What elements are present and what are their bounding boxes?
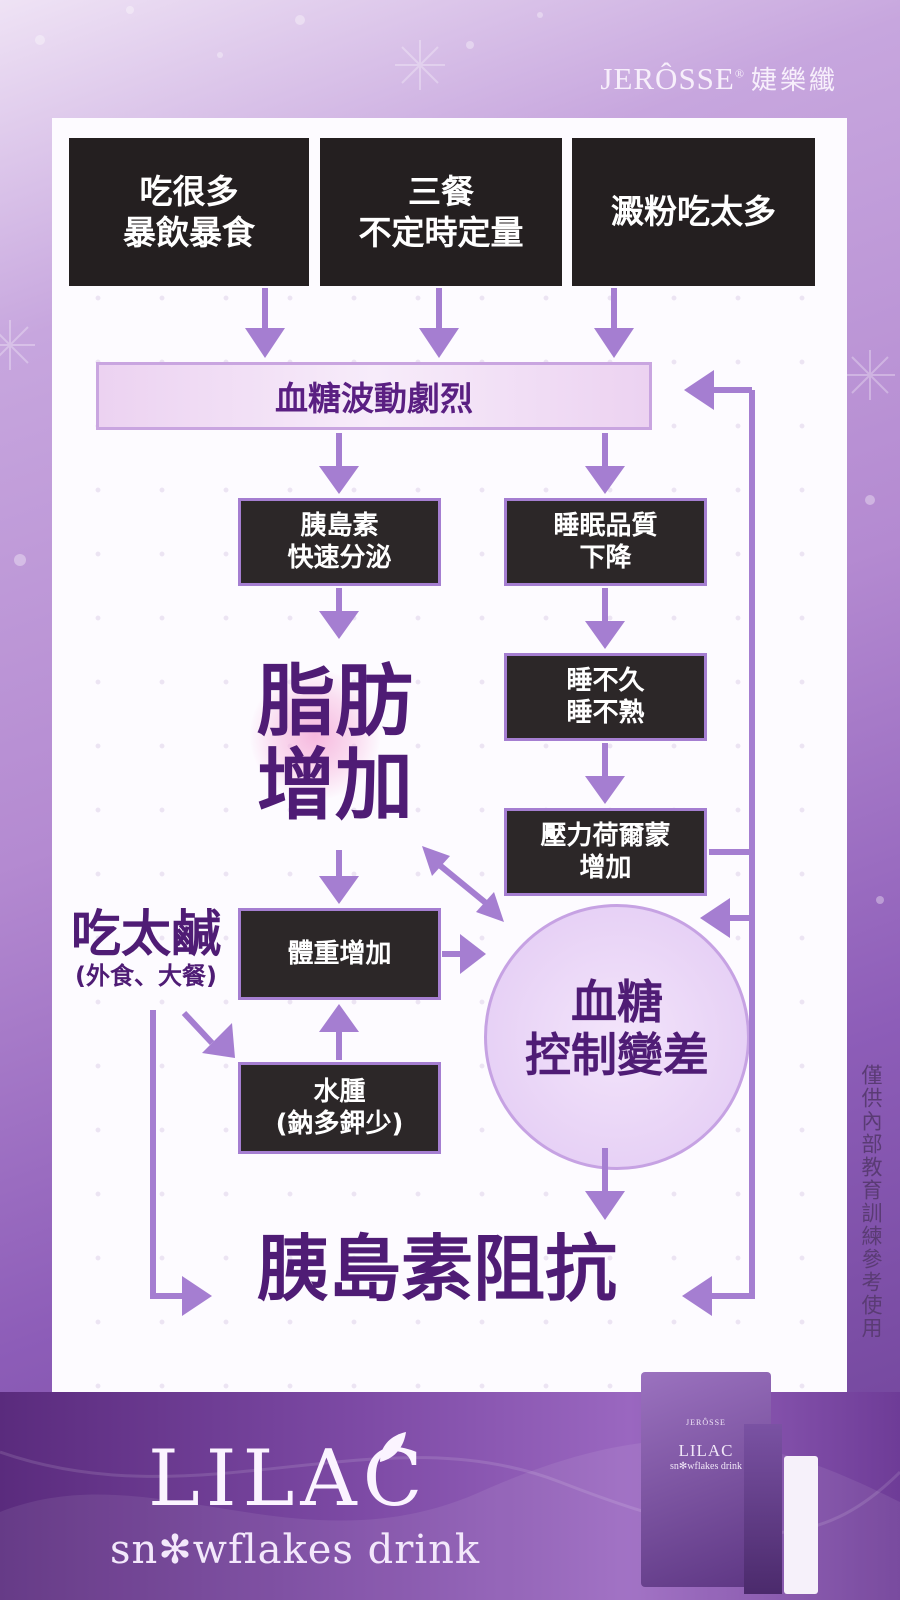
product-tagline: sn✻wflakes drink xyxy=(110,1527,481,1573)
product-sachet xyxy=(744,1424,782,1594)
fat-increase-text: 脂肪增加 xyxy=(256,657,413,832)
insulin-resistance-text: 胰島素阻抗 xyxy=(256,1227,617,1311)
cause-overeating: 吃很多暴飲暴食 xyxy=(69,138,309,286)
cause-irregular-meals: 三餐不定時定量 xyxy=(320,138,562,286)
product-tube xyxy=(784,1456,818,1594)
weight-gain-box: 體重增加 xyxy=(238,908,441,1000)
stress-hormone-box: 壓力荷爾蒙增加 xyxy=(504,808,707,896)
insulin-secretion-box: 胰島素快速分泌 xyxy=(238,498,441,586)
fat-glow xyxy=(250,670,380,800)
cause-too-much-starch: 澱粉吃太多 xyxy=(572,138,815,286)
sleep-quality-box: 睡眠品質下降 xyxy=(504,498,707,586)
flow-arrows xyxy=(150,288,755,1316)
brand-logo: JERÔSSE®婕樂纖 xyxy=(600,61,838,96)
blood-sugar-fluctuation: 血糖波動劇烈 xyxy=(96,362,652,430)
blood-sugar-control-circle xyxy=(484,904,750,1170)
edema-box: 水腫(鈉多鉀少) xyxy=(238,1062,441,1154)
flowchart-panel: 吃很多暴飲暴食 三餐不定時定量 澱粉吃太多 血糖波動劇烈 胰島素快速分泌 睡眠品… xyxy=(52,118,847,1393)
internal-use-note: 僅供內部教育訓練參考使用 xyxy=(859,1064,883,1340)
product-name: LILAC xyxy=(148,1434,429,1524)
sleep-poor-box: 睡不久睡不熟 xyxy=(504,653,707,741)
salty-food-label: 吃太鹹 (外食、大餐) xyxy=(71,905,221,990)
blood-sugar-control-text: 血糖控制變差 xyxy=(525,975,709,1082)
snowflake-icon xyxy=(0,40,895,400)
leaf-icon xyxy=(380,1432,406,1462)
